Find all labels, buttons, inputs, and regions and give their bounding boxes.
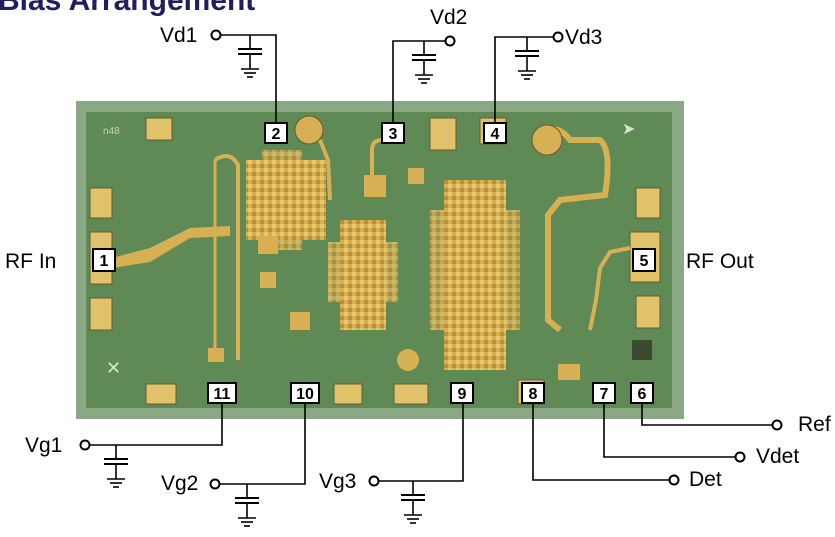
page-title: Bias Arrangement	[0, 0, 255, 17]
pin-2-label: 2	[272, 126, 281, 143]
vg2-label: Vg2	[161, 472, 198, 495]
vg1-label: Vg1	[25, 434, 62, 457]
pin-1-box	[92, 248, 116, 272]
pin-1-label: 1	[100, 253, 109, 270]
pin-6-label: 6	[638, 386, 647, 403]
vd1-net: Vd1	[160, 24, 277, 123]
pin-4-label: 4	[491, 126, 500, 143]
terminal-icon	[771, 419, 783, 431]
pin-7-label: 7	[600, 386, 609, 403]
die-arrow-icon: ➤	[622, 119, 635, 138]
vg2-net: Vg2	[161, 403, 306, 527]
die-photo: n48 ✕ ➤	[76, 101, 684, 419]
ref-net: Ref	[641, 403, 831, 436]
terminal-icon	[209, 478, 221, 490]
terminal-icon	[210, 29, 222, 41]
det-net: Det	[532, 403, 722, 491]
terminal-icon	[79, 439, 91, 451]
pin-3-label: 3	[389, 126, 398, 143]
terminal-icon	[444, 35, 456, 47]
pin-11-label: 11	[214, 386, 231, 403]
terminal-icon	[668, 474, 680, 486]
vd1-label: Vd1	[160, 24, 197, 47]
rf-out-label: RF Out	[686, 250, 754, 273]
vd2-net: Vd2	[392, 6, 467, 123]
die-logo-icon: ✕	[106, 358, 121, 379]
pin-10-label: 10	[296, 386, 314, 403]
pin-9-box	[450, 382, 474, 404]
pin-9-label: 9	[458, 386, 467, 403]
die-marking: n48	[103, 126, 120, 137]
vdet-net: Vdet	[603, 403, 799, 468]
vdet-label: Vdet	[756, 445, 799, 468]
pin-5-label: 5	[640, 253, 649, 270]
terminal-icon	[368, 475, 380, 487]
pin-5-box	[632, 248, 656, 272]
vg1-net: Vg1	[25, 403, 223, 488]
vg3-net: Vg3	[319, 403, 464, 524]
rf-in-label: RF In	[5, 250, 56, 273]
det-label: Det	[689, 468, 722, 491]
vd3-net: Vd3	[494, 26, 602, 123]
vg3-label: Vg3	[319, 470, 356, 493]
pin-8-label: 8	[529, 386, 538, 403]
vd3-label: Vd3	[565, 26, 602, 49]
ref-label: Ref	[798, 413, 831, 436]
vd2-label: Vd2	[430, 6, 467, 29]
terminal-icon	[734, 451, 746, 463]
terminal-icon	[552, 31, 564, 43]
